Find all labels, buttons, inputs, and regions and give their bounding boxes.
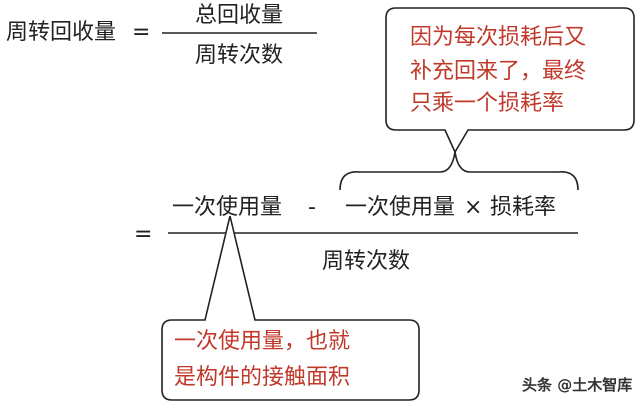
equals-sign-bottom: = (134, 222, 153, 247)
usage-note-line2: 是构件的接触面积 (174, 365, 351, 390)
curly-brace (339, 151, 579, 191)
loss-note-line3: 只乘一个损耗率 (410, 91, 565, 116)
numerator-term3: 损耗率 (490, 195, 557, 220)
lhs-label: 周转回收量 (6, 20, 117, 45)
equals-sign-top: = (132, 20, 151, 45)
loss-note-line1: 因为每次损耗后又 (410, 25, 587, 50)
top-denominator: 周转次数 (195, 43, 284, 68)
numerator-term2: 一次使用量 (345, 195, 456, 220)
usage-callout-bubble (161, 215, 420, 401)
loss-callout-bubble (385, 7, 635, 154)
top-numerator: 总回收量 (195, 3, 284, 28)
watermark: 头条 @土木智库 (522, 376, 633, 394)
minus-sign: - (308, 195, 316, 220)
times-sign: × (464, 195, 483, 220)
usage-note-line1: 一次使用量，也就 (174, 329, 351, 354)
numerator-term1: 一次使用量 (172, 195, 283, 220)
loss-note-line2: 补充回来了，最终 (410, 59, 587, 84)
bottom-denominator: 周转次数 (322, 249, 411, 274)
